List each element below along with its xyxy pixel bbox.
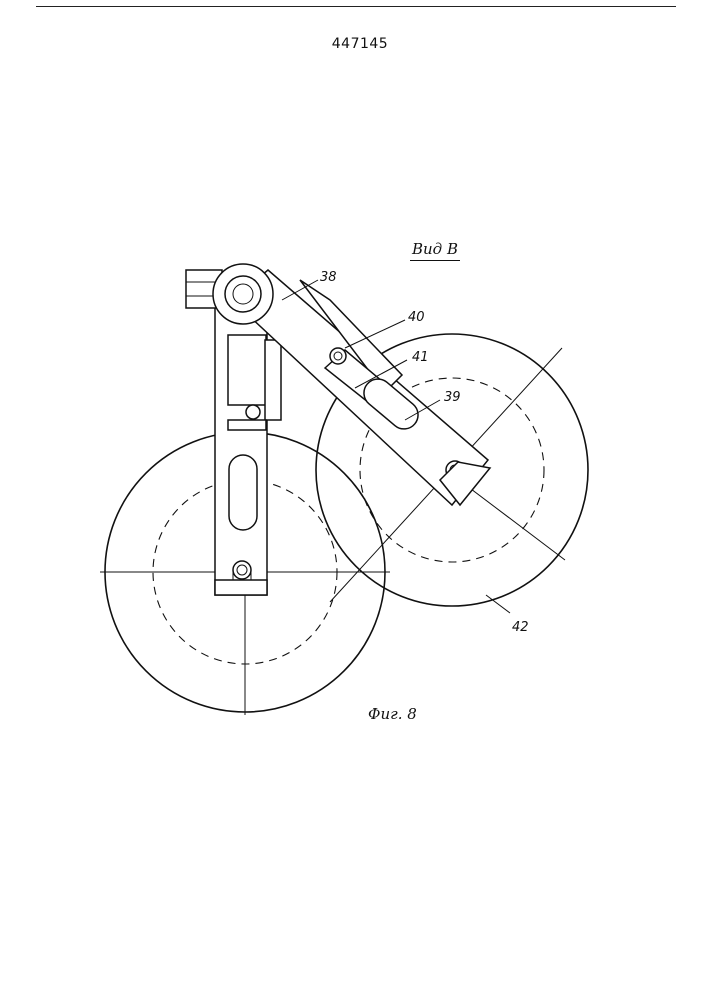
view-label: Вид В: [412, 240, 458, 258]
vertical-arm: [215, 305, 281, 595]
callout-39: 39: [444, 390, 461, 405]
callout-40: 40: [408, 310, 425, 325]
callout-41: 41: [412, 350, 429, 365]
view-label-underline: [410, 260, 460, 261]
pivot-hub: [186, 264, 273, 324]
callout-38: 38: [320, 270, 337, 285]
callout-42: 42: [512, 620, 529, 635]
figure-label: Фиг. 8: [368, 705, 417, 723]
